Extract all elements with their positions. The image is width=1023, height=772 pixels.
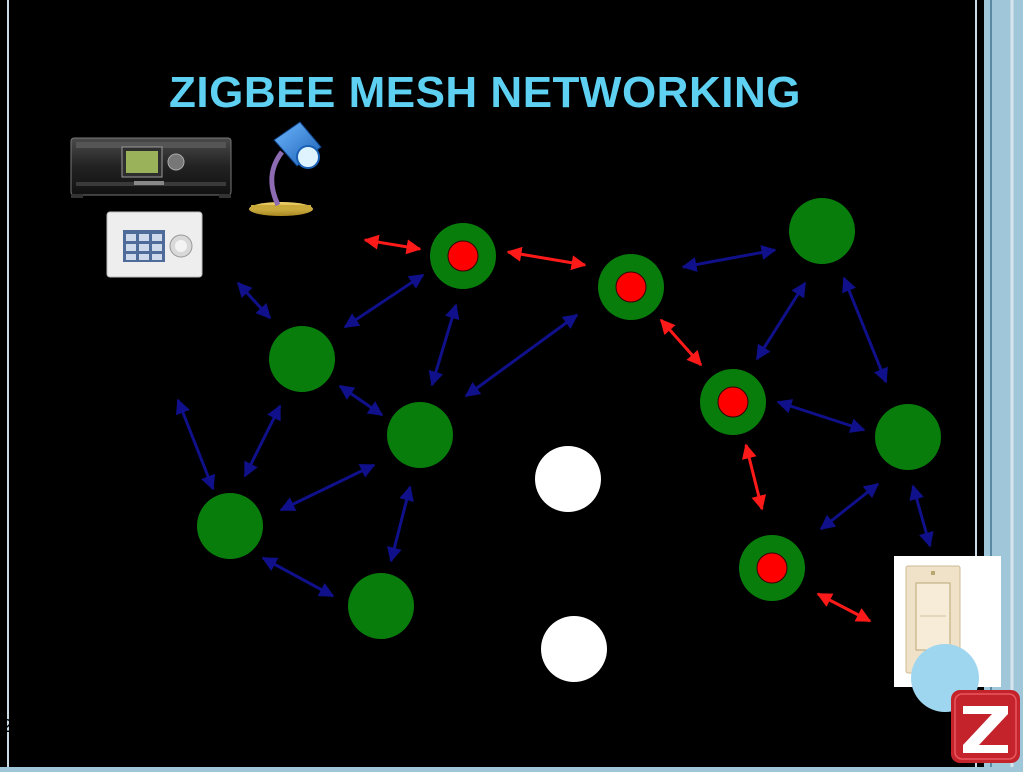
mesh-link [243, 404, 282, 478]
zigbee-logo-icon [951, 690, 1020, 763]
mesh-link [681, 245, 777, 272]
mesh-node [789, 198, 855, 264]
route-node [430, 223, 496, 289]
route-links [363, 234, 872, 623]
route-node [700, 369, 766, 435]
mesh-node [348, 573, 414, 639]
mesh-link [819, 482, 880, 531]
route-link [363, 234, 422, 255]
mesh-link [464, 313, 579, 398]
mesh-link [175, 398, 216, 491]
mesh-link [279, 463, 376, 512]
mesh-node [269, 326, 335, 392]
mesh-link [343, 273, 425, 329]
mesh-link [261, 556, 335, 598]
failed-nodes [535, 446, 607, 682]
mesh-link [236, 281, 272, 320]
page-title: ZIGBEE MESH NETWORKING [169, 68, 801, 117]
mesh-node [387, 402, 453, 468]
active-route-nodes [430, 223, 805, 601]
mesh-link [387, 485, 414, 563]
mesh-link [909, 484, 934, 548]
av-receiver-icon [70, 137, 232, 198]
route-node [739, 535, 805, 601]
route-link [659, 318, 703, 367]
route-link [816, 592, 872, 623]
mesh-node [875, 404, 941, 470]
route-node [598, 254, 664, 320]
slide-number: 2 [2, 716, 13, 736]
desk-lamp-icon [249, 121, 322, 216]
mesh-link [842, 276, 888, 384]
failed-node [541, 616, 607, 682]
mesh-node [197, 493, 263, 559]
route-link [741, 443, 767, 511]
mesh-link [755, 281, 807, 361]
route-link [506, 246, 587, 271]
mesh-link [776, 399, 866, 433]
mesh-nodes [197, 198, 941, 639]
failed-node [535, 446, 601, 512]
mesh-link [428, 303, 460, 387]
thermostat-panel-icon [106, 211, 203, 278]
mesh-link [338, 384, 384, 417]
mesh-links [175, 245, 934, 598]
